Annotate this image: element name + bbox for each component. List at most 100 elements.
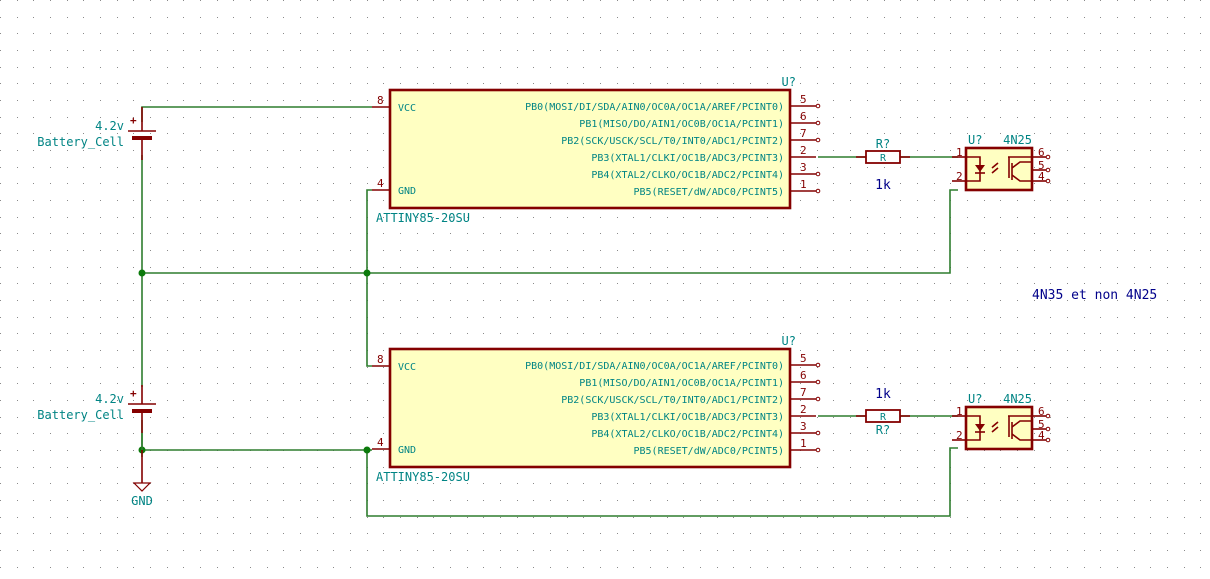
grid-dot <box>867 567 868 568</box>
grid-dot <box>583 250 584 251</box>
resistor-1[interactable]: R R? 1k <box>856 137 910 193</box>
grid-dot <box>984 17 985 18</box>
grid-dot <box>350 533 351 534</box>
grid-dot <box>650 533 651 534</box>
grid-dot <box>884 117 885 118</box>
grid-dot <box>67 83 68 84</box>
grid-dot <box>433 567 434 568</box>
grid-dot <box>450 50 451 51</box>
grid-dot <box>483 283 484 284</box>
grid-dot <box>884 367 885 368</box>
grid-dot <box>800 233 801 234</box>
ground-symbol[interactable]: GND <box>131 450 153 508</box>
schematic-note[interactable]: 4N35 et non 4N25 <box>1032 288 1157 303</box>
grid-dot <box>283 17 284 18</box>
grid-dot <box>500 83 501 84</box>
grid-dot <box>1134 333 1135 334</box>
grid-dot <box>200 50 201 51</box>
wire-bottom-loop[interactable] <box>366 447 958 517</box>
grid-dot <box>317 167 318 168</box>
grid-dot <box>150 167 151 168</box>
wire-vcc1[interactable] <box>141 106 372 122</box>
grid-dot <box>850 100 851 101</box>
grid-dot <box>200 233 201 234</box>
grid-dot <box>617 33 618 34</box>
grid-dot <box>217 383 218 384</box>
grid-dot <box>83 33 84 34</box>
grid-dot <box>683 17 684 18</box>
grid-dot <box>1034 517 1035 518</box>
grid-dot <box>483 250 484 251</box>
mcu-body <box>388 347 792 469</box>
grid-dot <box>83 183 84 184</box>
grid-dot <box>400 17 401 18</box>
grid-dot <box>984 300 985 301</box>
grid-dot <box>567 250 568 251</box>
grid-dot <box>367 150 368 151</box>
grid-dot <box>633 500 634 501</box>
grid-dot <box>1134 67 1135 68</box>
grid-dot <box>217 183 218 184</box>
grid-dot <box>583 333 584 334</box>
grid-dot <box>250 533 251 534</box>
grid-dot <box>450 300 451 301</box>
grid-dot <box>67 417 68 418</box>
grid-dot <box>950 517 951 518</box>
grid-dot <box>1100 567 1101 568</box>
grid-dot <box>67 117 68 118</box>
grid-dot <box>1100 550 1101 551</box>
grid-dot <box>617 567 618 568</box>
grid-dot <box>1050 450 1051 451</box>
battery-cell-2[interactable]: + 4.2v Battery_Cell <box>37 385 156 450</box>
grid-dot <box>317 267 318 268</box>
grid-dot <box>33 50 34 51</box>
grid-dot <box>1034 333 1035 334</box>
grid-dot <box>633 233 634 234</box>
grid-dot <box>1084 33 1085 34</box>
grid-dot <box>400 233 401 234</box>
grid-dot <box>683 217 684 218</box>
grid-dot <box>833 117 834 118</box>
grid-dot <box>700 317 701 318</box>
unconnected-pin-marker <box>815 396 821 402</box>
grid-dot <box>250 433 251 434</box>
grid-dot <box>1167 250 1168 251</box>
grid-dot <box>533 267 534 268</box>
grid-dot <box>1167 300 1168 301</box>
opto-value: 4N25 <box>1003 133 1032 147</box>
grid-dot <box>150 550 151 551</box>
wire-mid-bus[interactable] <box>142 189 958 274</box>
grid-dot <box>317 83 318 84</box>
grid-dot <box>317 400 318 401</box>
grid-dot <box>217 83 218 84</box>
grid-dot <box>750 233 751 234</box>
grid-dot <box>283 267 284 268</box>
grid-dot <box>267 300 268 301</box>
mcu-attiny85-1[interactable]: U?ATTINY85-20SU8VCC4GND5PB0(MOSI/DI/SDA/… <box>372 75 821 225</box>
grid-dot <box>0 233 1 234</box>
grid-dot <box>250 400 251 401</box>
grid-dot <box>467 250 468 251</box>
grid-dot <box>367 0 368 1</box>
grid-dot <box>200 133 201 134</box>
opto-ref: U? <box>968 392 982 406</box>
grid-dot <box>1134 50 1135 51</box>
battery-cell-1[interactable]: + 4.2v Battery_Cell <box>37 107 156 160</box>
mcu-attiny85-2[interactable]: U?ATTINY85-20SU8VCC4GND5PB0(MOSI/DI/SDA/… <box>372 334 821 484</box>
grid-dot <box>117 383 118 384</box>
grid-dot <box>950 133 951 134</box>
mcu-pin-name: PB1(MISO/DO/AIN1/OC0B/OC1A/PCINT1) <box>579 378 784 389</box>
grid-dot <box>833 450 834 451</box>
grid-dot <box>783 33 784 34</box>
mcu-pin-name: PB5(RESET/dW/ADC0/PCINT5) <box>633 446 784 457</box>
grid-dot <box>1184 67 1185 68</box>
grid-dot <box>483 533 484 534</box>
grid-dot <box>0 383 1 384</box>
resistor-2[interactable]: R R? 1k <box>856 387 910 437</box>
grid-dot <box>617 483 618 484</box>
grid-dot <box>767 67 768 68</box>
wire-gnd1-vcc2[interactable] <box>366 189 372 367</box>
